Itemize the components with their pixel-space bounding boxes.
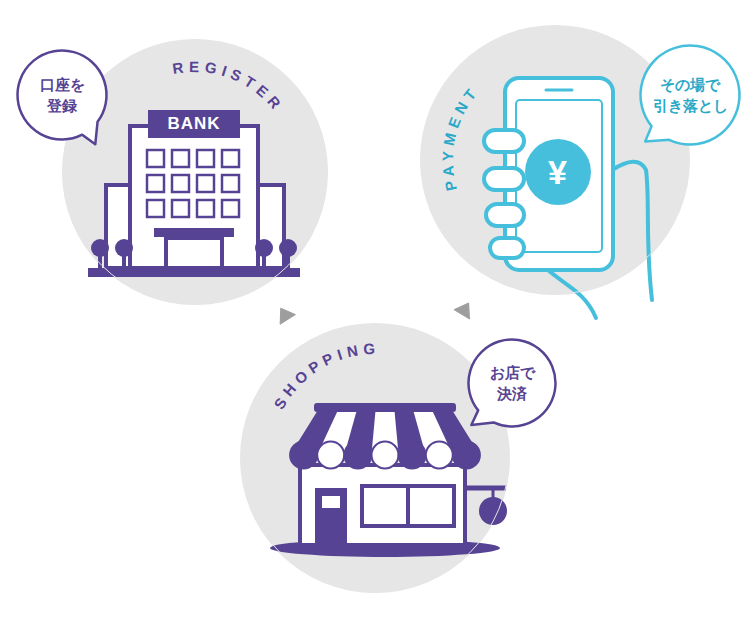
flow-arrow xyxy=(454,303,469,319)
circle-heading: PAYMENT xyxy=(439,82,483,193)
flow-arrow xyxy=(280,308,295,324)
circle-heading-path: SHOPPING xyxy=(270,340,380,412)
bank-sign-text: BANK xyxy=(148,110,240,138)
speech-bubble: その場で 引き落とし xyxy=(639,44,741,146)
circle-border xyxy=(241,324,509,592)
circle-heading: SHOPPING xyxy=(270,340,380,412)
circle-outline: SHOPPING xyxy=(240,323,510,593)
bubble-shape xyxy=(641,46,740,145)
speech-bubble: 口座を 登録 xyxy=(16,49,108,141)
bubble-text: その場で 引き落とし xyxy=(653,74,728,116)
circle-heading-path: PAYMENT xyxy=(439,82,483,193)
speech-bubble: お店で 決済 xyxy=(467,338,557,428)
bubble-outline xyxy=(467,338,557,428)
bank-icon xyxy=(88,110,300,277)
circle-heading-path: REGISTER xyxy=(171,58,287,116)
bubble-outline xyxy=(639,44,741,146)
bubble-outline xyxy=(16,49,108,141)
circle-grounds xyxy=(62,25,690,593)
yen-symbol: ¥ xyxy=(525,139,591,205)
shopping-circle: SHOPPING xyxy=(240,323,510,593)
bubble-shape xyxy=(18,50,107,144)
bubble-text: お店で 決済 xyxy=(490,362,535,404)
bubble-text: 口座を 登録 xyxy=(40,74,85,116)
circle-heading: REGISTER xyxy=(171,58,287,116)
phone-icon xyxy=(484,78,652,318)
bubble-shape xyxy=(469,340,556,427)
